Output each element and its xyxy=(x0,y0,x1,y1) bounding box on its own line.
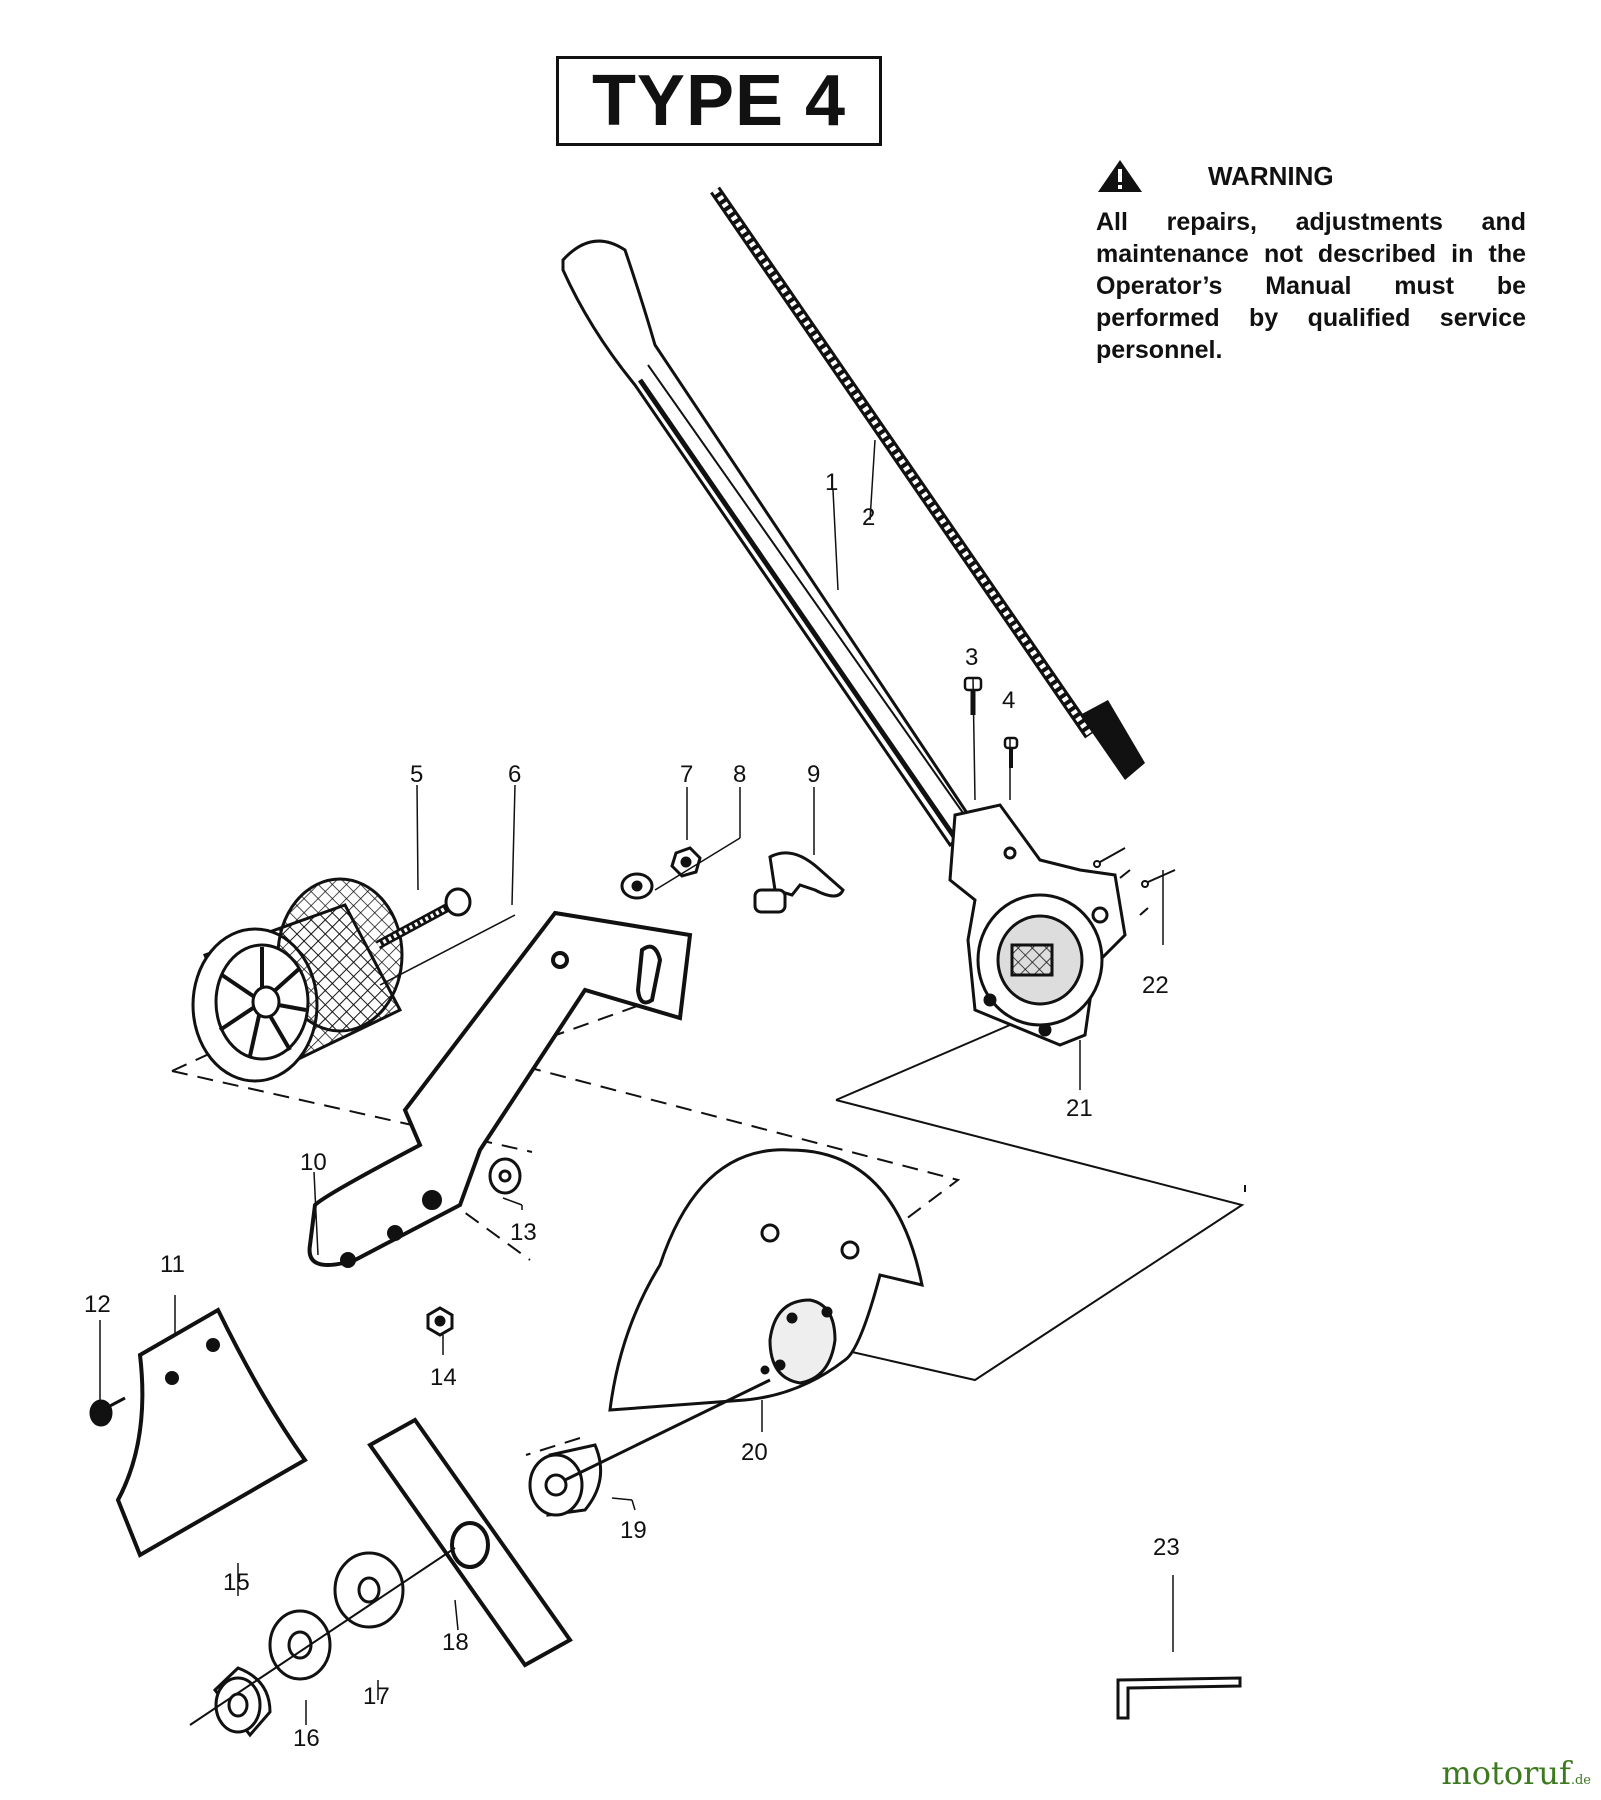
part-hex-key xyxy=(1116,1676,1242,1720)
callout-17: 17 xyxy=(363,1683,390,1710)
callout-9: 9 xyxy=(807,761,820,788)
callout-22: 22 xyxy=(1142,972,1169,999)
part-knob xyxy=(753,851,845,914)
brand-name: motoruf xyxy=(1441,1754,1571,1792)
part-blade xyxy=(367,1417,573,1668)
callout-10: 10 xyxy=(300,1149,327,1176)
part-washer-nut-13-14 xyxy=(426,1157,522,1337)
callout-16: 16 xyxy=(293,1725,320,1752)
callout-11: 11 xyxy=(160,1251,185,1278)
callout-18: 18 xyxy=(442,1629,469,1656)
callout-23: 23 xyxy=(1153,1534,1180,1561)
callout-20: 20 xyxy=(741,1439,768,1466)
diagram-title: TYPE 4 xyxy=(591,61,847,141)
part-blade-shield xyxy=(608,1148,924,1412)
assembly-solid-lines xyxy=(835,1024,1246,1382)
part-spacer-hub xyxy=(528,1378,771,1517)
part-washers-15-16-17 xyxy=(189,1547,456,1738)
part-gear-housing xyxy=(948,803,1127,1047)
callout-8: 8 xyxy=(733,761,746,788)
callout-13: 13 xyxy=(510,1219,537,1246)
part-axle-bolt xyxy=(375,887,472,949)
callout-15: 15 xyxy=(223,1569,250,1596)
part-wheel xyxy=(191,877,404,1083)
part-edger-bracket xyxy=(307,910,693,1268)
warning-text: All repairs, adjustments and maintenance… xyxy=(1096,208,1526,364)
callout-1: 1 xyxy=(825,469,838,496)
callout-3: 3 xyxy=(965,644,978,671)
brand-watermark: motoruf.de xyxy=(1441,1754,1591,1792)
part-shaft-tube xyxy=(561,239,978,848)
diagram-title-box: TYPE 4 xyxy=(556,56,882,146)
warning-heading: WARNING xyxy=(1208,160,1334,191)
callout-5: 5 xyxy=(410,761,423,788)
part-drive-shaft xyxy=(710,186,1145,780)
warning-triangle-icon xyxy=(1098,160,1142,192)
warning-header: WARNING xyxy=(1096,158,1526,194)
callout-numbers: 1 2 3 4 5 6 7 8 9 10 11 12 13 14 15 16 1… xyxy=(84,469,1180,1752)
callout-21: 21 xyxy=(1066,1095,1093,1122)
callout-4: 4 xyxy=(1002,687,1015,714)
warning-notice: WARNING All repairs, adjustments and mai… xyxy=(1096,158,1526,366)
callout-19: 19 xyxy=(620,1517,647,1544)
callout-12: 12 xyxy=(84,1291,111,1318)
brand-suffix: .de xyxy=(1570,1773,1591,1788)
part-nut-washer-7-8 xyxy=(620,846,702,900)
callout-6: 6 xyxy=(508,761,521,788)
callout-7: 7 xyxy=(680,761,693,788)
part-screw-12 xyxy=(89,1396,126,1427)
callout-14: 14 xyxy=(430,1364,457,1391)
callout-2: 2 xyxy=(862,504,875,531)
part-guard-plate xyxy=(115,1307,308,1558)
callout-leader-lines xyxy=(99,439,1174,1725)
part-screws-22 xyxy=(1093,847,1176,916)
